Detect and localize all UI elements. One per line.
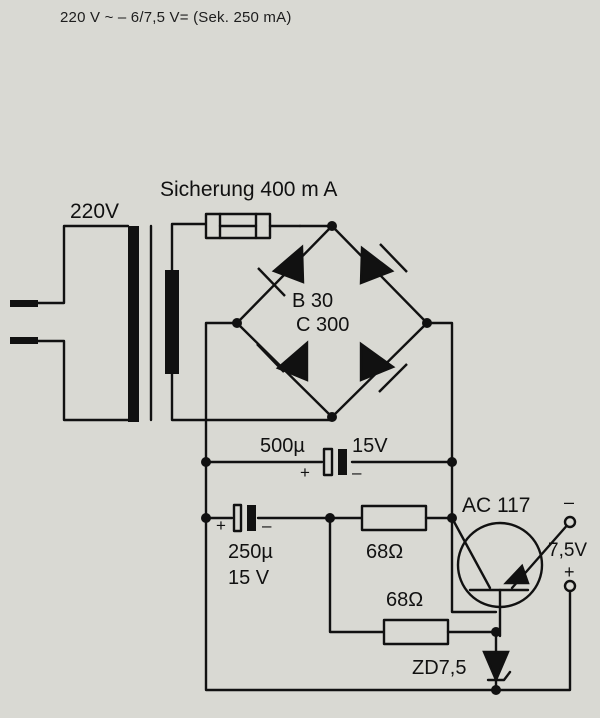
label-cap1-value: 500µ — [260, 435, 305, 457]
header-title: 220 V ~ – 6/7,5 V= (Sek. 250 mA) — [60, 9, 292, 26]
label-rectifier-1: B 30 — [292, 290, 333, 312]
diodes — [256, 243, 530, 684]
label-resistor-1: 68Ω — [366, 541, 403, 563]
label-fuse: Sicherung 400 m A — [160, 178, 337, 201]
label-transistor: AC 117 — [462, 494, 531, 517]
transistor-ac117 — [450, 516, 572, 638]
lower-network — [204, 503, 498, 646]
mains-plug — [10, 224, 130, 422]
label-cap2-plus: + — [216, 516, 226, 535]
transformer — [128, 222, 208, 422]
label-cap1-voltage: 15V — [352, 435, 388, 457]
label-resistor-2: 68Ω — [386, 589, 423, 611]
label-out-plus: + — [564, 562, 575, 582]
label-rectifier-2: C 300 — [296, 314, 349, 336]
label-cap2-minus: – — [262, 516, 272, 535]
label-cap1-minus: – — [352, 463, 362, 482]
label-out-minus: – — [564, 492, 574, 512]
label-cap1-plus: + — [300, 463, 310, 482]
capacitor-500u — [204, 447, 454, 477]
output-terminals — [494, 515, 577, 692]
junction-dots — [201, 221, 501, 695]
label-cap2-voltage: 15 V — [228, 567, 270, 589]
label-cap2-value: 250µ — [228, 541, 273, 563]
label-primary-voltage: 220V — [70, 200, 119, 223]
label-zener: ZD7,5 — [412, 657, 466, 679]
fuse — [204, 212, 302, 240]
label-out-voltage: 7,5V — [548, 540, 587, 561]
